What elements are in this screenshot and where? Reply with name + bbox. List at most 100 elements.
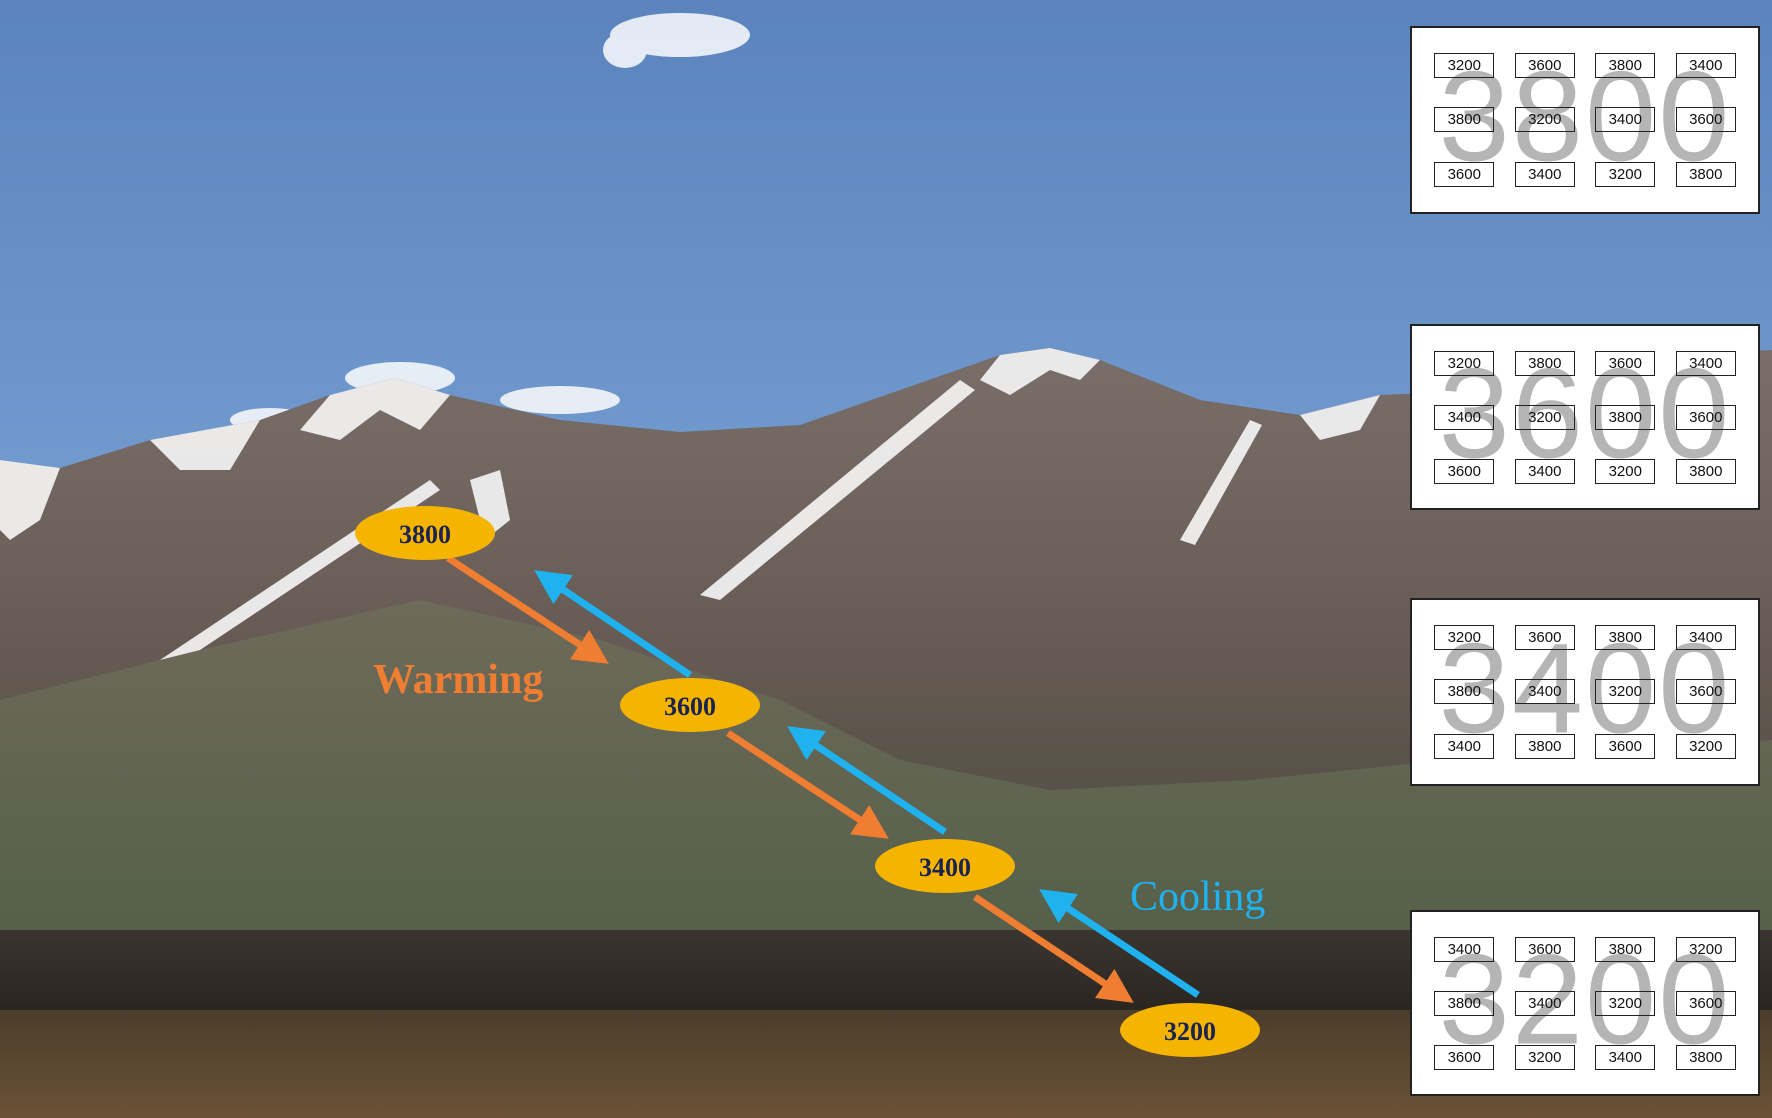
plot-label: 3200 bbox=[1675, 734, 1736, 760]
plot-label: 3600 bbox=[1675, 990, 1736, 1016]
panel-cell: 3400 bbox=[1424, 719, 1505, 774]
plot-label: 3800 bbox=[1434, 107, 1495, 133]
panel-cell: 3200 bbox=[1505, 390, 1586, 444]
warming-arrow-3800-3600 bbox=[446, 555, 609, 664]
plot-label: 3200 bbox=[1434, 350, 1495, 376]
plot-label: 3600 bbox=[1514, 52, 1575, 78]
node-3800: 3800 bbox=[355, 506, 495, 560]
panel-cell: 3200 bbox=[1505, 93, 1586, 148]
plot-label: 3600 bbox=[1514, 624, 1575, 650]
panel-cell: 3600 bbox=[1424, 147, 1505, 202]
panel-cell: 3400 bbox=[1505, 147, 1586, 202]
cooling-arrow-3200-3400 bbox=[1039, 889, 1200, 998]
panel-cell: 3800 bbox=[1424, 976, 1505, 1030]
grassy-slope bbox=[0, 600, 1772, 930]
plot-label: 3800 bbox=[1434, 990, 1495, 1016]
panel-cell: 3200 bbox=[1424, 336, 1505, 390]
panel-cell: 3400 bbox=[1585, 1030, 1666, 1084]
panel-cell: 3800 bbox=[1424, 93, 1505, 148]
plot-label: 3800 bbox=[1595, 52, 1656, 78]
plot-label: 3800 bbox=[1434, 679, 1495, 705]
panel-cell: 3200 bbox=[1424, 38, 1505, 93]
panel-cell: 3400 bbox=[1505, 665, 1586, 720]
panel-cell: 3600 bbox=[1424, 1030, 1505, 1084]
panel-cell: 3600 bbox=[1585, 336, 1666, 390]
panel-cell: 3400 bbox=[1505, 444, 1586, 498]
panel-cell: 3400 bbox=[1505, 976, 1586, 1030]
panel-cell: 3600 bbox=[1424, 444, 1505, 498]
plot-label: 3800 bbox=[1675, 458, 1736, 484]
plot-label: 3200 bbox=[1595, 990, 1656, 1016]
panel-cell: 3800 bbox=[1585, 38, 1666, 93]
cooling-arrow-3600-3800 bbox=[534, 570, 692, 678]
plot-label: 3200 bbox=[1514, 107, 1575, 133]
panel-cell: 3800 bbox=[1585, 390, 1666, 444]
plot-label: 3800 bbox=[1675, 1044, 1736, 1070]
plot-label: 3200 bbox=[1434, 52, 1495, 78]
warming-label: Warming bbox=[373, 657, 543, 703]
plot-label: 3400 bbox=[1434, 404, 1495, 430]
plot-label: 3600 bbox=[1514, 936, 1575, 962]
plot-label: 3600 bbox=[1434, 458, 1495, 484]
panel-cell: 3400 bbox=[1666, 610, 1747, 665]
panel-cell: 3200 bbox=[1585, 147, 1666, 202]
plot-label: 3200 bbox=[1514, 404, 1575, 430]
node-3600: 3600 bbox=[620, 678, 760, 732]
panel-cell: 3800 bbox=[1666, 1030, 1747, 1084]
panel-title: 3400 bbox=[1438, 617, 1732, 761]
plot-label: 3200 bbox=[1434, 624, 1495, 650]
panel-cell: 3400 bbox=[1585, 93, 1666, 148]
plot-label: 3200 bbox=[1514, 1044, 1575, 1070]
panel-cell: 3400 bbox=[1424, 390, 1505, 444]
plot-label: 3200 bbox=[1595, 162, 1656, 188]
panel-cell: 3800 bbox=[1666, 444, 1747, 498]
plot-label: 3600 bbox=[1434, 162, 1495, 188]
panel-3600: 3600 3200 3800 3600 3400 3400 3200 3800 3600 360… bbox=[1410, 324, 1760, 510]
node-3400: 3400 bbox=[875, 839, 1015, 893]
panel-cell: 3600 bbox=[1666, 665, 1747, 720]
panel-cell: 3600 bbox=[1585, 719, 1666, 774]
panel-cell: 3600 bbox=[1505, 610, 1586, 665]
panel-cell: 3800 bbox=[1585, 922, 1666, 976]
panel-cell: 3200 bbox=[1424, 610, 1505, 665]
plot-label: 3400 bbox=[1675, 350, 1736, 376]
panel-cell: 3200 bbox=[1666, 719, 1747, 774]
panel-cell: 3800 bbox=[1505, 719, 1586, 774]
plot-label: 3400 bbox=[1595, 1044, 1656, 1070]
svg-text:3200: 3200 bbox=[1164, 1017, 1216, 1046]
panel-cell: 3600 bbox=[1666, 976, 1747, 1030]
plot-label: 3800 bbox=[1595, 404, 1656, 430]
panel-cell: 3200 bbox=[1585, 976, 1666, 1030]
panel-title: 3600 bbox=[1438, 342, 1732, 486]
plot-label: 3600 bbox=[1595, 350, 1656, 376]
panel-cell: 3800 bbox=[1666, 147, 1747, 202]
cooling-label: Cooling bbox=[1130, 874, 1265, 920]
plot-label: 3600 bbox=[1434, 1044, 1495, 1070]
plot-label: 3600 bbox=[1675, 679, 1736, 705]
plot-label: 3400 bbox=[1514, 162, 1575, 188]
svg-text:3400: 3400 bbox=[919, 853, 971, 882]
panel-grid: 3200 3800 3600 3400 3400 3200 3800 3600 3600 3400… bbox=[1424, 336, 1746, 498]
plot-label: 3800 bbox=[1514, 734, 1575, 760]
panel-cell: 3200 bbox=[1505, 1030, 1586, 1084]
panel-cell: 3200 bbox=[1585, 665, 1666, 720]
panel-cell: 3400 bbox=[1424, 922, 1505, 976]
plot-label: 3600 bbox=[1675, 107, 1736, 133]
warming-arrow-3400-3200 bbox=[973, 894, 1134, 1003]
plot-label: 3400 bbox=[1514, 458, 1575, 484]
plot-label: 3400 bbox=[1675, 52, 1736, 78]
panel-cell: 3600 bbox=[1666, 93, 1747, 148]
plot-label: 3400 bbox=[1434, 734, 1495, 760]
panel-cell: 3600 bbox=[1666, 390, 1747, 444]
panel-title: 3800 bbox=[1438, 45, 1732, 189]
panel-cell: 3200 bbox=[1666, 922, 1747, 976]
panel-cell: 3400 bbox=[1666, 38, 1747, 93]
plot-label: 3400 bbox=[1434, 936, 1495, 962]
